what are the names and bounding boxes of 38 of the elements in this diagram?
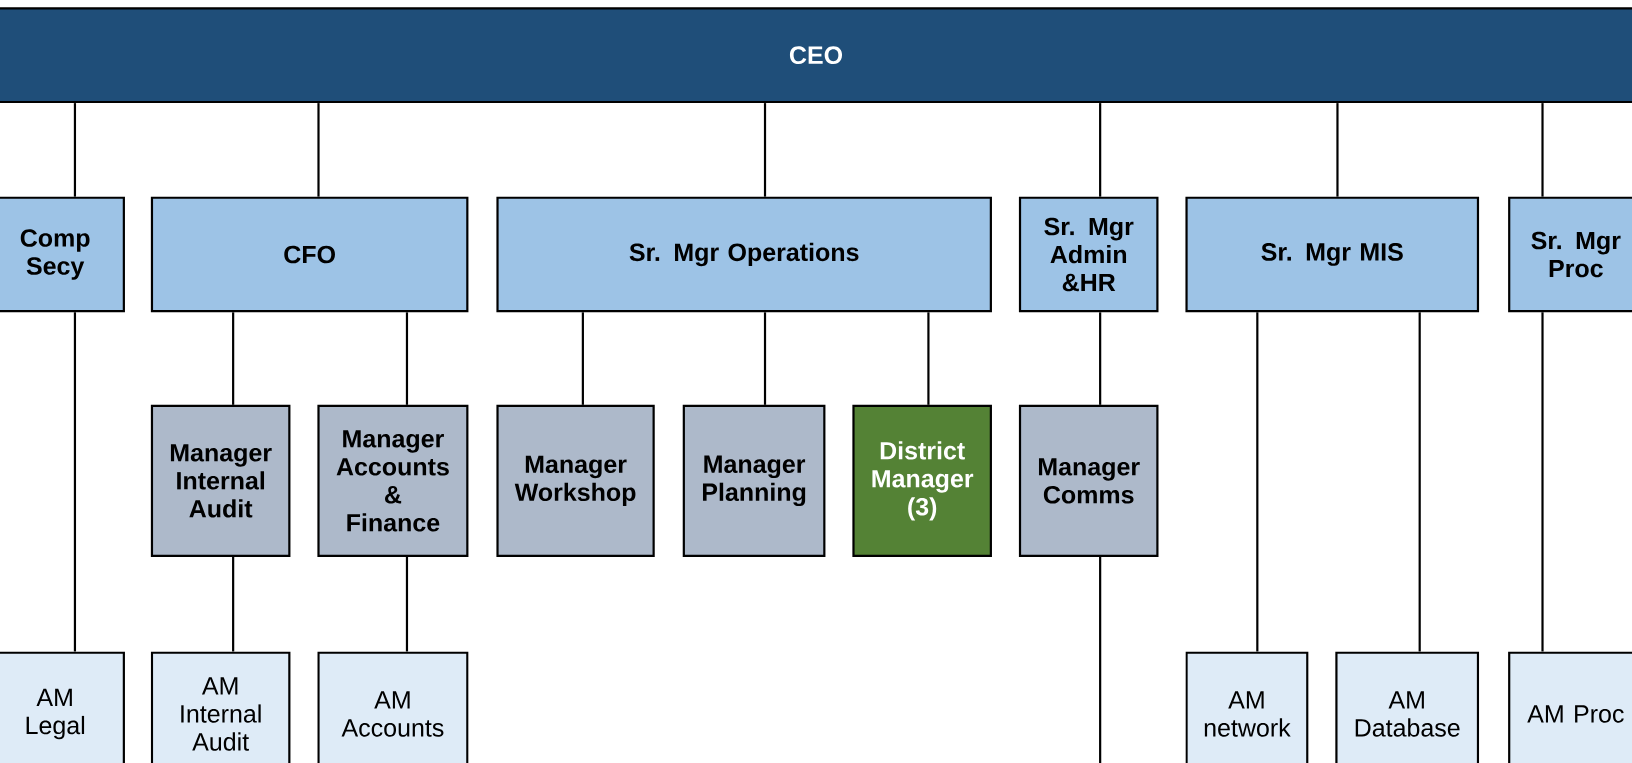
connector-line — [317, 103, 320, 197]
assistant-box: AM Accounts — [317, 651, 469, 763]
manager-box: Sr. Mgr MIS — [1185, 196, 1480, 313]
manager-box: Manager Comms — [1018, 404, 1159, 557]
manager-box: Manager Accounts & Finance — [317, 404, 469, 557]
assistant-box: AM Legal — [0, 651, 125, 763]
connector-line — [405, 556, 409, 652]
assistant-box: AM Proc — [1508, 651, 1632, 763]
manager-box: Sr. Mgr Admin &HR — [1018, 196, 1159, 313]
manager-box: Manager Internal Audit — [150, 404, 291, 557]
connector-line — [581, 312, 584, 405]
connector-line — [927, 312, 930, 405]
highlighted-box: District Manager (3) — [852, 404, 992, 557]
connector-line — [763, 103, 767, 197]
manager-box: CFO — [150, 196, 469, 313]
assistant-box: AM Internal Audit — [150, 651, 291, 763]
connector-line — [1541, 312, 1544, 652]
assistant-box: AM Database — [1335, 651, 1480, 763]
connector-line — [73, 103, 77, 197]
connector-line — [1541, 103, 1544, 197]
connector-line — [1336, 103, 1339, 197]
ceo-box: CEO — [0, 7, 1632, 104]
connector-line — [1099, 103, 1102, 197]
connector-line — [232, 556, 235, 652]
manager-box: Sr. Mgr Proc — [1508, 196, 1632, 313]
connector-line — [73, 312, 77, 652]
connector-line — [763, 312, 767, 405]
connector-line — [1099, 556, 1102, 763]
connector-line — [232, 312, 235, 405]
connector-line — [405, 312, 409, 405]
manager-box: Sr. Mgr Operations — [496, 196, 992, 313]
connector-line — [1418, 312, 1421, 652]
connector-line — [1256, 312, 1259, 652]
assistant-box: AM network — [1185, 651, 1309, 763]
manager-box: Manager Workshop — [496, 404, 655, 557]
manager-box: Manager Planning — [682, 404, 826, 557]
manager-box: Comp Secy — [0, 196, 125, 313]
connector-line — [1099, 312, 1102, 405]
